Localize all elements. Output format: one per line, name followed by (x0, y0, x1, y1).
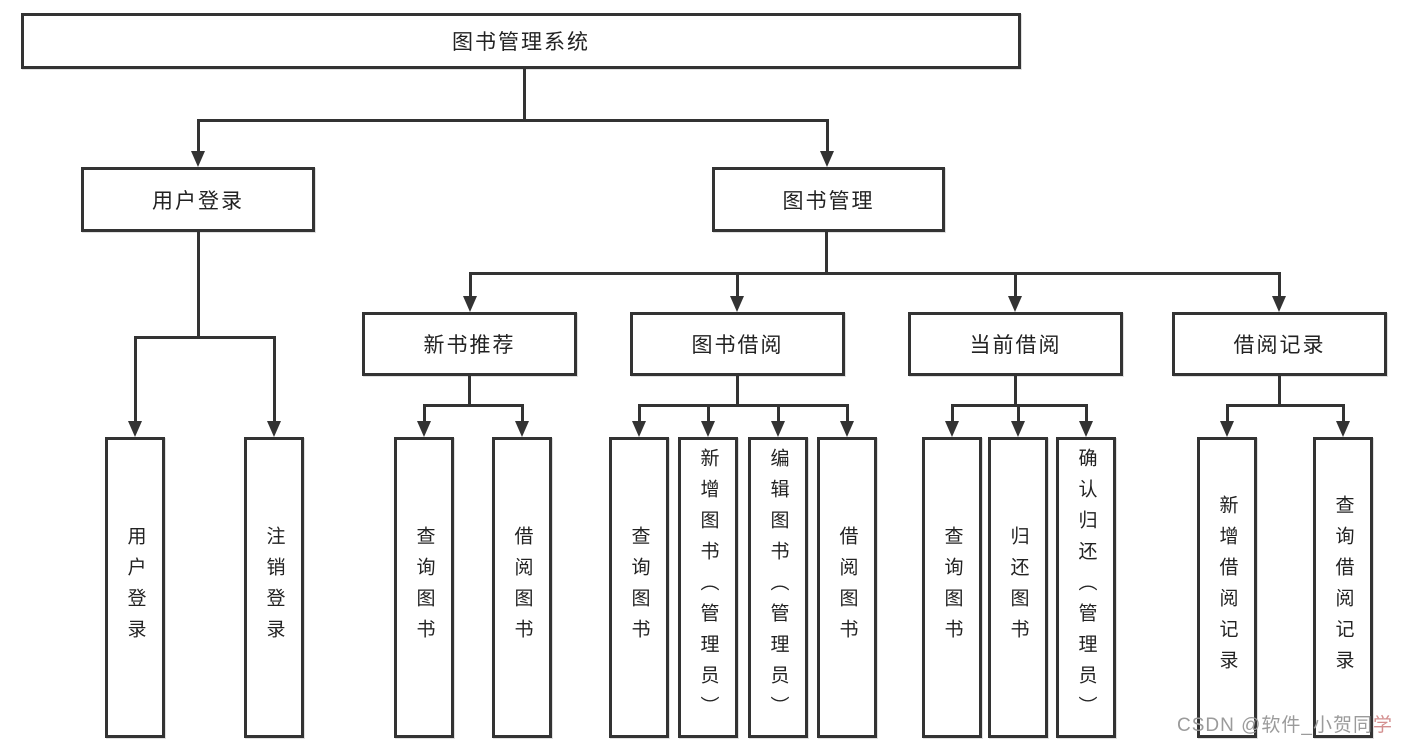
connector-split (638, 404, 848, 407)
leaf-add-borrow-record: 新增借阅记录 (1197, 437, 1257, 738)
connector-drop-user-login (197, 119, 200, 153)
node-label: 归还图书 (1007, 525, 1029, 650)
connector-split (423, 404, 523, 407)
arrowhead-icon (1220, 421, 1234, 437)
arrowhead-icon (945, 421, 959, 437)
connector-drop-leaf (777, 404, 780, 423)
watermark-tail: 学 (1372, 715, 1393, 736)
arrowhead-icon (1336, 421, 1350, 437)
arrowhead-icon (632, 421, 646, 437)
connector-user-login-split (134, 336, 275, 339)
leaf-user-login: 用户登录 (105, 437, 165, 738)
connector-drop-leaf (846, 404, 849, 423)
arrowhead-icon (730, 296, 744, 312)
leaf-confirm-return-admin: 确认归还（管理员） (1056, 437, 1116, 738)
node-label: 新书推荐 (423, 334, 516, 357)
node-label: 用户登录 (152, 189, 244, 213)
arrowhead-icon (820, 151, 834, 167)
connector-drop-leaf (1017, 404, 1020, 423)
connector-drop-leaf (951, 404, 954, 423)
arrowhead-icon (463, 296, 477, 312)
arrowhead-icon (191, 151, 205, 167)
connector-root-trunk (523, 69, 526, 119)
node-label: 图书借阅 (691, 334, 784, 357)
node-root-library-system: 图书管理系统 (21, 13, 1021, 69)
connector-level3-split (469, 272, 1281, 275)
connector-trunk (1014, 376, 1017, 404)
node-label: 确认归还（管理员） (1075, 448, 1097, 727)
watermark-text: CSDN @软件_小贺同 (1177, 715, 1373, 736)
connector-drop-leaf (707, 404, 710, 423)
connector-trunk (736, 376, 739, 404)
arrowhead-icon (128, 421, 142, 437)
leaf-borrow-books-recommend: 借阅图书 (492, 437, 552, 738)
arrowhead-icon (701, 421, 715, 437)
connector-split (1226, 404, 1344, 407)
leaf-query-borrow-record: 查询借阅记录 (1313, 437, 1373, 738)
node-label: 借阅图书 (511, 525, 533, 650)
leaf-return-book: 归还图书 (988, 437, 1048, 738)
connector-drop-leaf (423, 404, 426, 423)
leaf-logout: 注销登录 (244, 437, 304, 738)
connector-drop-leaf (1226, 404, 1229, 423)
leaf-query-books-recommend: 查询图书 (394, 437, 454, 738)
node-book-management: 图书管理 (712, 167, 945, 232)
arrowhead-icon (1272, 296, 1286, 312)
node-label: 新增图书（管理员） (697, 448, 719, 727)
node-new-book-recommend: 新书推荐 (362, 312, 577, 376)
node-label: 图书管理系统 (452, 31, 590, 54)
leaf-query-books-borrow: 查询图书 (609, 437, 669, 738)
node-label: 查询图书 (941, 525, 963, 650)
leaf-add-book-admin: 新增图书（管理员） (678, 437, 738, 738)
connector-drop-leaf (1342, 404, 1345, 423)
arrowhead-icon (267, 421, 281, 437)
node-label: 借阅记录 (1233, 334, 1326, 357)
node-label: 用户登录 (124, 525, 146, 650)
node-borrow-records: 借阅记录 (1172, 312, 1387, 376)
node-label: 查询图书 (413, 525, 435, 650)
connector-book-management-trunk (825, 232, 828, 272)
node-label: 新增借阅记录 (1216, 494, 1238, 681)
node-current-borrow: 当前借阅 (908, 312, 1123, 376)
node-label: 注销登录 (263, 525, 285, 650)
arrowhead-icon (1008, 296, 1022, 312)
arrowhead-icon (1011, 421, 1025, 437)
node-label: 当前借阅 (969, 334, 1062, 357)
leaf-query-books-current: 查询图书 (922, 437, 982, 738)
node-label: 编辑图书（管理员） (767, 448, 789, 727)
connector-drop-leaf (273, 336, 276, 421)
leaf-borrow-books: 借阅图书 (817, 437, 877, 738)
node-label: 借阅图书 (836, 525, 858, 650)
node-label: 图书管理 (782, 189, 875, 213)
connector-trunk (1278, 376, 1281, 404)
node-book-borrow: 图书借阅 (630, 312, 845, 376)
connector-drop-leaf (638, 404, 641, 423)
csdn-watermark: CSDN @软件_小贺同学 (1177, 710, 1393, 737)
connector-trunk (468, 376, 471, 404)
arrowhead-icon (771, 421, 785, 437)
arrowhead-icon (1079, 421, 1093, 437)
arrowhead-icon (840, 421, 854, 437)
leaf-edit-book-admin: 编辑图书（管理员） (748, 437, 808, 738)
connector-level2-split (197, 119, 829, 122)
node-label: 查询图书 (628, 525, 650, 650)
connector-user-login-trunk (197, 232, 200, 336)
connector-drop-book-borrow (736, 272, 739, 298)
connector-drop-leaf (521, 404, 524, 423)
connector-drop-new-book (469, 272, 472, 298)
connector-drop-current-borrow (1014, 272, 1017, 298)
arrowhead-icon (515, 421, 529, 437)
connector-drop-leaf (134, 336, 137, 421)
node-user-login: 用户登录 (81, 167, 315, 232)
connector-drop-borrow-records (1278, 272, 1281, 298)
connector-drop-leaf (1085, 404, 1088, 423)
node-label: 查询借阅记录 (1332, 494, 1354, 681)
arrowhead-icon (417, 421, 431, 437)
connector-drop-book-management (826, 119, 829, 153)
